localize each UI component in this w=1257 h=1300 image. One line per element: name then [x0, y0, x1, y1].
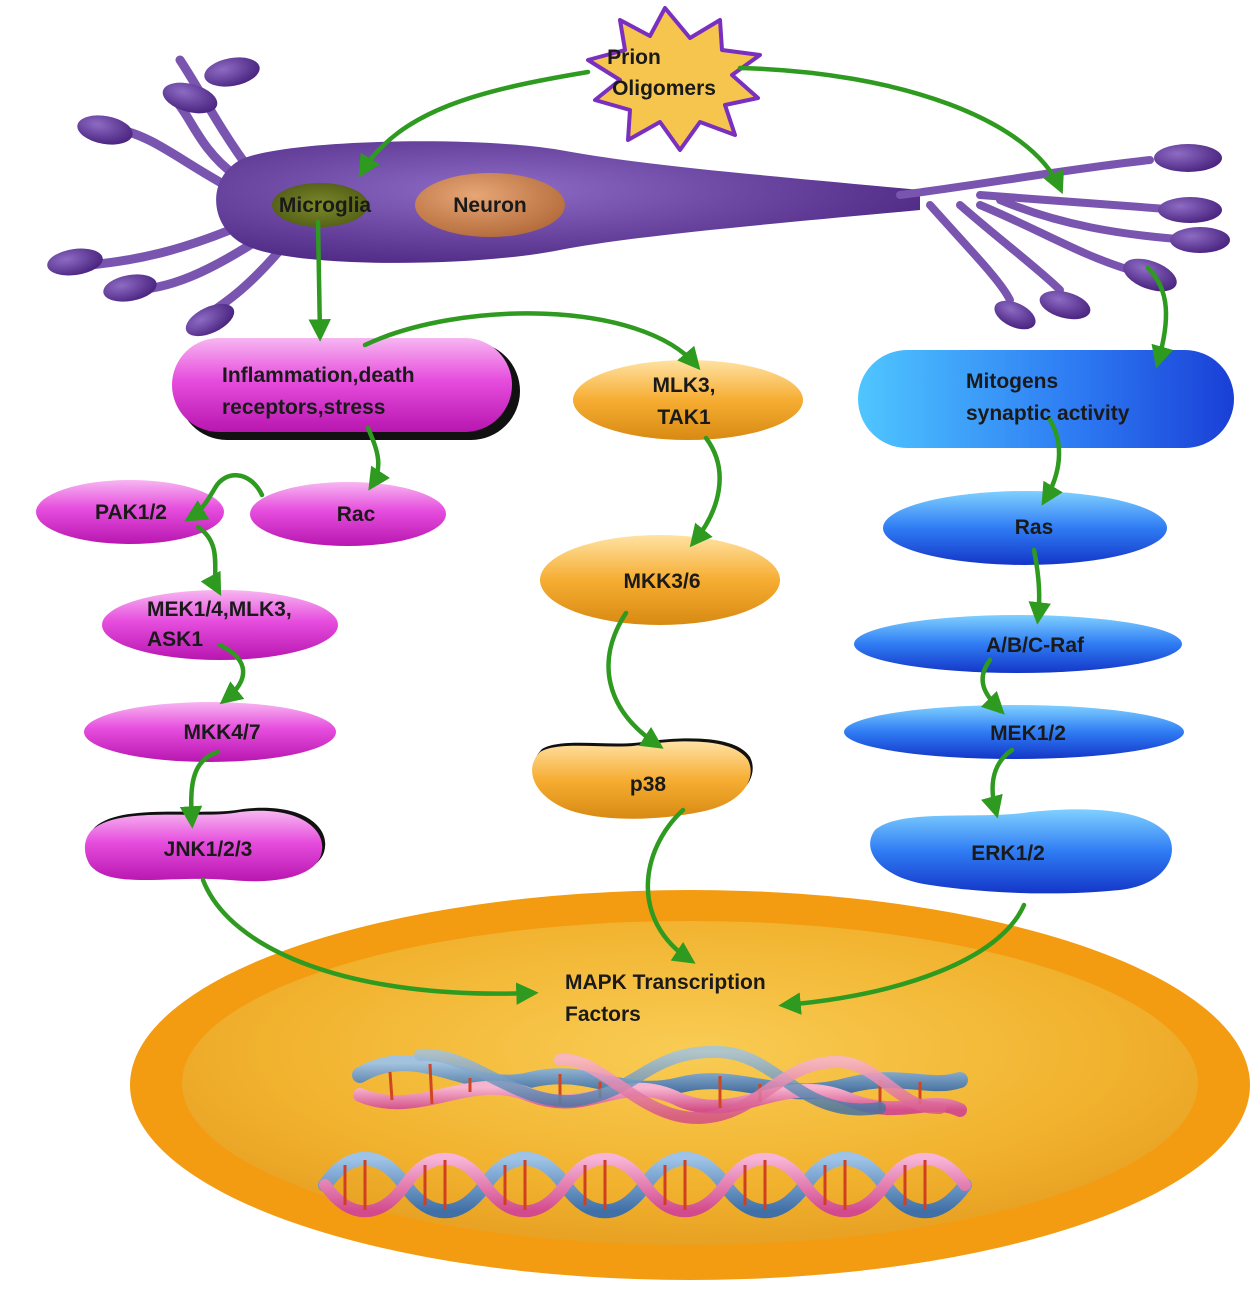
arrow-inflammation-to-rac: [365, 425, 391, 491]
jnk-trigger-node: [172, 338, 520, 440]
erk-trigger-node: [858, 350, 1234, 448]
p38-label: p38: [630, 773, 667, 796]
arrow-p38-to-nucleus: [645, 807, 696, 964]
arrow-raf-to-mek12: [980, 657, 1005, 715]
dna-helix-illustration: [318, 1045, 972, 1219]
raf-node: [854, 615, 1182, 673]
ras-node: [883, 491, 1167, 565]
pak-label: PAK1/2: [95, 501, 167, 524]
prion-label-line1: Prion: [607, 46, 661, 69]
arrow-prion-to-axon: [737, 65, 1064, 195]
jnk-trigger-label-line2: receptors,stress: [222, 396, 385, 419]
mkk36-node: [540, 535, 780, 625]
mek12-node: [844, 705, 1184, 759]
rac-label: Rac: [337, 503, 376, 526]
mlk3-tak1-label-line1: MLK3,: [653, 374, 716, 397]
arrow-erk-to-nucleus: [778, 902, 1027, 1015]
neuron-label: Neuron: [453, 194, 527, 217]
arrow-mkk47-to-jnk: [179, 749, 221, 829]
arrow-mek-to-mkk47: [217, 642, 246, 705]
mek-jnk-node: [102, 590, 338, 660]
mek12-label: MEK1/2: [990, 722, 1066, 745]
neuron-cell: [47, 55, 1230, 337]
mek-jnk-label-line1: MEK1/4,MLK3,: [147, 598, 292, 621]
microglia-label: Microglia: [279, 194, 372, 217]
nucleus-label-line1: MAPK Transcription: [565, 971, 766, 994]
raf-label: A/B/C-Raf: [986, 634, 1085, 657]
mek-jnk-label-line2: ASK1: [147, 628, 203, 651]
jnk-trigger-label-line1: Inflammation,death: [222, 364, 415, 387]
arrow-mkk36-to-p38: [606, 610, 664, 749]
mkk36-label: MKK3/6: [623, 570, 700, 593]
arrow-inflammation-to-mlk3: [362, 311, 701, 371]
jnk-label: JNK1/2/3: [164, 838, 253, 861]
erk-label: ERK1/2: [971, 842, 1045, 865]
erk-trigger-label-line1: Mitogens: [966, 370, 1058, 393]
mlk3-tak1-label-line2: TAK1: [657, 406, 711, 429]
arrow-axon-to-mitogens: [1145, 265, 1174, 369]
rac-node: [250, 482, 446, 546]
arrow-jnk-to-nucleus: [200, 877, 539, 1005]
prion-label-line2: Oligomers: [612, 77, 716, 100]
pathway-arrows: [179, 65, 1174, 1015]
prion-oligomers-star: [586, 6, 762, 152]
arrow-rac-to-pak: [184, 473, 265, 522]
nucleus-label-line2: Factors: [565, 1003, 641, 1026]
pak-node: [36, 480, 224, 544]
ras-label: Ras: [1015, 516, 1054, 539]
p38-node: [532, 738, 753, 819]
jnk-node: [84, 807, 326, 882]
erk-node: [870, 809, 1172, 894]
arrow-pak-to-mek: [195, 524, 222, 596]
erk-trigger-label-line2: synaptic activity: [966, 402, 1130, 425]
arrow-prion-to-microglia: [358, 69, 591, 178]
arrow-mlk3-to-mkk36: [689, 435, 722, 548]
arrow-ras-to-raf: [1028, 547, 1051, 625]
mkk47-node: [84, 702, 336, 762]
mlk3-tak1-node: [573, 360, 803, 440]
arrow-mek12-to-erk: [981, 747, 1015, 819]
arrow-mitogens-to-ras: [1041, 417, 1063, 506]
arrow-microglia-to-inflammation: [308, 219, 331, 342]
mkk47-label: MKK4/7: [183, 721, 260, 744]
